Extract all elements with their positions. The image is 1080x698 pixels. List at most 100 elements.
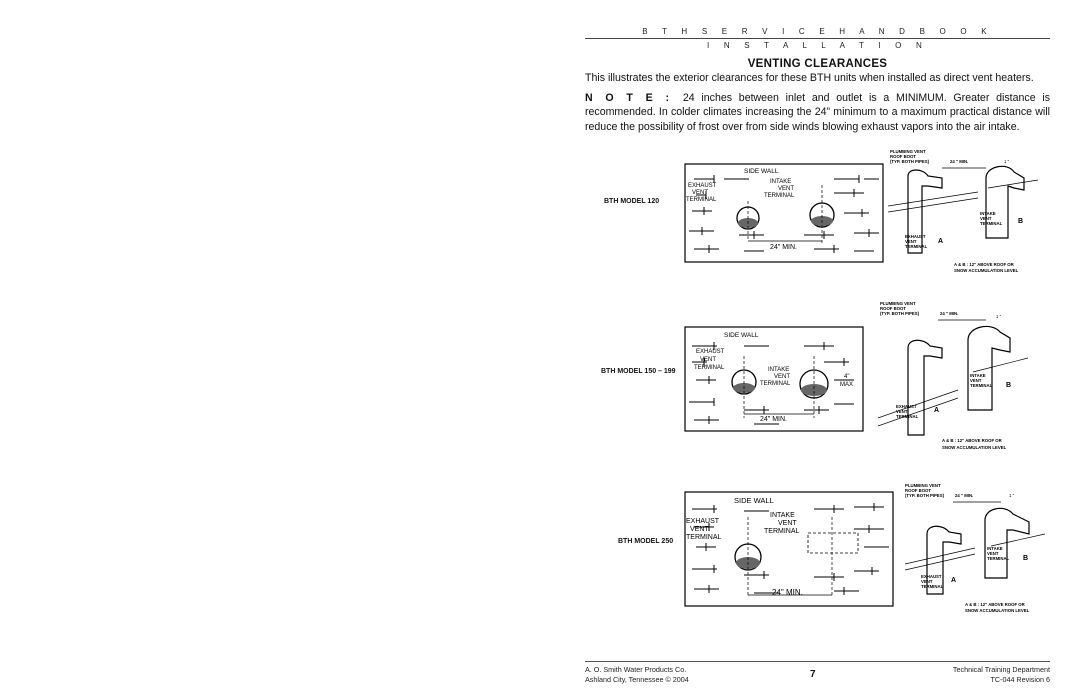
- roof-diagram-svg: PLUMBING VENT ROOF BOOT (TYP. BOTH PIPES…: [877, 301, 1029, 450]
- footer-department: Technical Training Department: [952, 665, 1050, 674]
- label-a: A: [934, 407, 939, 414]
- model-label-250: BTH MODEL 250: [618, 538, 674, 545]
- wall-diagram-120: SIDE WALL EXHAUST VENT TERMINAL INTAKE V…: [684, 163, 884, 268]
- side-wall-label: SIDE WALL: [734, 496, 774, 505]
- intake-label-1: INTAKE: [770, 512, 795, 519]
- note-paragraph: N O T E : 24 inches between inlet and ou…: [585, 91, 1050, 134]
- one-inch-label: 1 ": [996, 314, 1002, 319]
- brick-lines: [692, 503, 889, 595]
- roof-exhaust-label-1: EXHAUST: [921, 574, 942, 579]
- header-rule: [585, 38, 1050, 39]
- intake-label-2: VENT: [778, 520, 797, 527]
- model-label-120: BTH MODEL 120: [604, 198, 660, 205]
- intake-label-1: INTAKE: [768, 367, 789, 373]
- boot-label-1: PLUMBING VENT: [890, 149, 926, 154]
- max-label-2: MAX: [840, 382, 853, 388]
- exhaust-label-1: EXHAUST: [688, 183, 717, 189]
- roof-note-1: A & B : 12" ABOVE ROOF OR: [942, 438, 1003, 443]
- exhaust-label-2: VENT: [690, 526, 709, 533]
- wall-border: [684, 163, 884, 263]
- roof-intake-label-3: TERMINAL: [987, 556, 1010, 561]
- exhaust-pipe-icon: [926, 525, 962, 595]
- roof-intake-label-2: VENT: [970, 378, 982, 383]
- boot-label-2: ROOF BOOT: [880, 306, 906, 311]
- wall-diagram-svg: SIDE WALL EXHAUST VENT TERMINAL INTAKE V…: [684, 326, 864, 432]
- brick-lines: [689, 175, 879, 253]
- section-title: I N S T A L L A T I O N: [706, 41, 928, 50]
- side-wall-label: SIDE WALL: [724, 332, 759, 339]
- intake-pipe-icon: [985, 165, 1025, 239]
- intro-paragraph: This illustrates the exterior clearances…: [585, 72, 1034, 84]
- roof-intake-label-2: VENT: [987, 551, 999, 556]
- roof-exhaust-label-3: TERMINAL: [896, 414, 919, 419]
- roof-intake-label-2: VENT: [980, 216, 992, 221]
- roof-intake-label-1: INTAKE: [980, 211, 996, 216]
- roof-note-2: SNOW ACCUMULATION LEVEL: [965, 608, 1030, 613]
- roof-exhaust-label-1: EXHAUST: [905, 234, 926, 239]
- footer-location: Ashland City, Tennessee © 2004: [585, 674, 689, 684]
- exhaust-pipe-icon: [907, 339, 943, 436]
- exhaust-pipe-icon: [907, 169, 943, 254]
- exhaust-label-2: VENT: [692, 190, 708, 196]
- note-label: N O T E :: [585, 92, 673, 104]
- label-a: A: [951, 577, 956, 584]
- roof-exhaust-label-1: EXHAUST: [896, 404, 917, 409]
- max-label-1: 4": [844, 374, 849, 380]
- min-distance-label: 24" MIN.: [760, 416, 787, 423]
- intake-label-3: TERMINAL: [760, 381, 791, 387]
- roof-lines: [877, 357, 1029, 427]
- label-a: A: [938, 238, 943, 245]
- wall-diagram-250: SIDE WALL EXHAUST VENT TERMINAL INTAKE V…: [684, 491, 894, 612]
- boot-label-3: (TYP. BOTH PIPES): [905, 493, 945, 498]
- roof-note-1: A & B : 12" ABOVE ROOF OR: [965, 602, 1026, 607]
- roof-min-label: 24 " MIN.: [940, 311, 958, 316]
- intake-label-2: VENT: [774, 374, 790, 380]
- boot-label-1: PLUMBING VENT: [905, 483, 941, 488]
- label-b: B: [1006, 382, 1011, 389]
- roof-intake-label-1: INTAKE: [970, 373, 986, 378]
- wall-border: [684, 326, 864, 432]
- exhaust-label-3: TERMINAL: [686, 534, 722, 541]
- footer-rule: [585, 661, 1050, 662]
- wall-diagram-150-199: SIDE WALL EXHAUST VENT TERMINAL INTAKE V…: [684, 326, 864, 437]
- footer-company: A. O. Smith Water Products Co.: [585, 665, 687, 674]
- intake-label-3: TERMINAL: [764, 528, 800, 535]
- roof-note-2: SNOW ACCUMULATION LEVEL: [954, 268, 1019, 273]
- roof-exhaust-label-2: VENT: [905, 239, 917, 244]
- roof-note-2: SNOW ACCUMULATION LEVEL: [942, 445, 1007, 450]
- boot-label-1: PLUMBING VENT: [880, 301, 916, 306]
- side-wall-label: SIDE WALL: [744, 168, 779, 175]
- wall-diagram-svg: SIDE WALL EXHAUST VENT TERMINAL INTAKE V…: [684, 163, 884, 263]
- roof-intake-label-3: TERMINAL: [980, 221, 1003, 226]
- exhaust-label-3: TERMINAL: [686, 197, 717, 203]
- intake-label-3: TERMINAL: [764, 193, 795, 199]
- roof-note-1: A & B : 12" ABOVE ROOF OR: [954, 262, 1015, 267]
- roof-lines: [904, 533, 1046, 571]
- footer-left: A. O. Smith Water Products Co. Ashland C…: [585, 665, 689, 684]
- label-b: B: [1018, 218, 1023, 225]
- roof-min-label: 24 " MIN.: [955, 493, 973, 498]
- note-text: 24 inches between inlet and outlet is a …: [585, 92, 1051, 133]
- exhaust-label-2: VENT: [700, 357, 716, 363]
- exhaust-label-3: TERMINAL: [694, 365, 725, 371]
- boot-label-2: ROOF BOOT: [890, 154, 916, 159]
- one-inch-label: 1 ": [1009, 493, 1015, 498]
- brick-lines: [689, 342, 854, 425]
- roof-diagram-svg: PLUMBING VENT ROOF BOOT (TYP. BOTH PIPES…: [904, 483, 1046, 613]
- intake-outline: [807, 532, 859, 554]
- intake-pipe-icon: [967, 325, 1011, 411]
- roof-min-label: 24 " MIN.: [950, 159, 968, 164]
- handbook-title: B T H S E R V I C E H A N D B O O K: [642, 27, 993, 36]
- boot-label-3: (TYP. BOTH PIPES): [890, 159, 930, 164]
- label-b: B: [1023, 555, 1028, 562]
- roof-lines: [887, 179, 1039, 213]
- one-inch-label: 1 ": [1004, 159, 1010, 164]
- intake-pipe-icon: [984, 507, 1030, 579]
- roof-exhaust-label-3: TERMINAL: [921, 584, 944, 589]
- min-distance-label: 24" MIN.: [770, 244, 797, 251]
- footer-revision: TC-044 Revision 6: [990, 674, 1050, 684]
- exhaust-label-1: EXHAUST: [686, 518, 720, 525]
- page-number: 7: [810, 669, 816, 680]
- roof-exhaust-label-2: VENT: [896, 409, 908, 414]
- roof-intake-label-1: INTAKE: [987, 546, 1003, 551]
